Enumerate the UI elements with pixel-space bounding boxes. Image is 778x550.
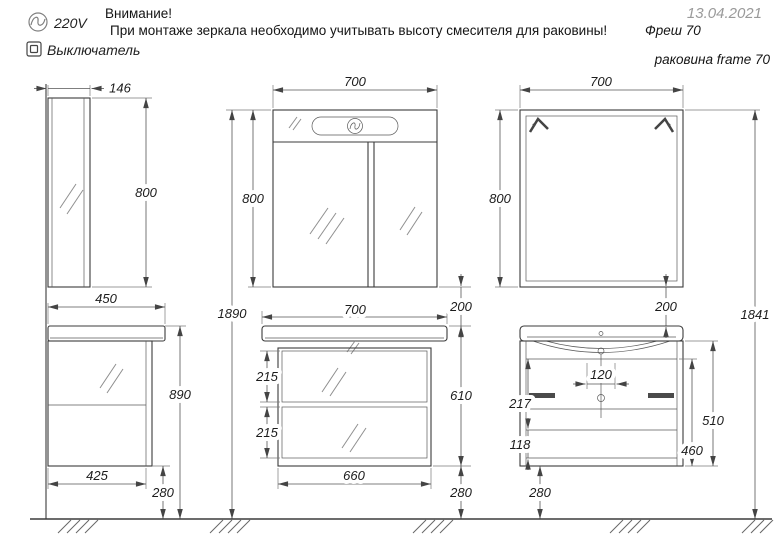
rear-vanity-view: 120 217 118 510 460 280 — [504, 325, 729, 519]
svg-text:450: 450 — [95, 291, 117, 306]
drawer-slide-left — [529, 393, 555, 398]
rear-mirror-view: 700 800 200 1841 — [485, 74, 773, 519]
dim-700-rear: 700 — [519, 74, 684, 108]
dim-118: 118 — [506, 418, 535, 470]
dim-700-mirror: 700 — [272, 74, 438, 108]
svg-text:425: 425 — [86, 468, 108, 483]
svg-text:700: 700 — [344, 302, 366, 317]
dim-1890: 1890 — [214, 110, 251, 519]
dim-450: 450 — [47, 291, 166, 324]
svg-text:1841: 1841 — [741, 307, 770, 322]
dim-800-side: 800 — [92, 97, 162, 288]
header: 220V Внимание! При монтаже зеркала необх… — [26, 5, 771, 67]
sink-top-rear — [519, 325, 684, 342]
svg-text:200: 200 — [449, 299, 472, 314]
svg-text:460: 460 — [681, 443, 703, 458]
date-label: 13.04.2021 — [687, 5, 762, 22]
dim-425: 425 — [47, 468, 147, 489]
attention-text: При монтаже зеркала необходимо учитывать… — [110, 23, 607, 38]
dim-215-drawer1: 215 — [251, 350, 283, 403]
light-fixture — [311, 116, 399, 136]
svg-text:120: 120 — [590, 367, 612, 382]
dim-200-rear: 200 — [650, 274, 682, 338]
sink-model-label: раковина frame 70 — [654, 52, 771, 67]
dim-610: 610 — [433, 326, 477, 467]
front-vanity-view: 700 215 215 200 610 — [251, 274, 477, 519]
dim-660: 660 — [277, 464, 432, 489]
dim-510: 510 — [685, 340, 729, 467]
hinge-left — [528, 116, 549, 133]
svg-text:215: 215 — [255, 425, 278, 440]
dim-280-rear: 280 — [524, 466, 556, 519]
dim-890: 890 — [165, 325, 196, 519]
mirror-cabinet-side — [47, 97, 91, 288]
dim-280-front: 280 — [445, 466, 477, 519]
mirror-cabinet-front — [272, 109, 438, 288]
dim-146: 146 — [34, 81, 132, 96]
svg-text:800: 800 — [242, 191, 264, 206]
dim-280-side: 280 — [147, 465, 179, 519]
mirror-cabinet-rear — [519, 109, 684, 288]
svg-text:280: 280 — [528, 485, 551, 500]
svg-text:700: 700 — [344, 74, 366, 89]
drawer-2 — [281, 406, 428, 459]
countertop-front — [261, 325, 448, 342]
drain-hole — [597, 347, 605, 355]
floor — [30, 518, 774, 534]
hinge-right — [654, 116, 675, 133]
countertop-side — [47, 325, 166, 342]
attention-title: Внимание! — [105, 6, 172, 21]
svg-text:800: 800 — [135, 185, 157, 200]
svg-text:660: 660 — [343, 468, 365, 483]
switch-label: Выключатель — [47, 42, 140, 58]
dim-217: 217 — [504, 359, 536, 415]
svg-text:510: 510 — [702, 413, 724, 428]
svg-text:215: 215 — [255, 369, 278, 384]
floor-hatch — [57, 519, 774, 534]
lamp-icon — [28, 12, 48, 32]
dim-800-rear: 800 — [485, 109, 518, 288]
svg-text:146: 146 — [109, 81, 131, 96]
model-label: Фреш 70 — [645, 23, 701, 38]
side-view: 146 800 450 425 — [34, 81, 196, 519]
dim-215-drawer2: 215 — [251, 406, 283, 459]
switch-icon — [26, 41, 42, 57]
vanity-box-rear — [519, 340, 684, 467]
drawer-1 — [281, 350, 428, 403]
svg-text:890: 890 — [169, 387, 191, 402]
dim-1841: 1841 — [685, 109, 773, 519]
svg-text:217: 217 — [508, 396, 531, 411]
svg-text:610: 610 — [450, 388, 472, 403]
drawer-slide-right — [648, 393, 674, 398]
dim-200-front: 200 — [439, 274, 477, 338]
front-mirror-view: 700 800 1890 — [214, 74, 438, 519]
svg-text:118: 118 — [510, 437, 531, 452]
dim-120: 120 — [573, 363, 629, 389]
dim-800-mirror-front: 800 — [226, 109, 271, 288]
dim-700-vanity: 700 — [261, 298, 448, 324]
svg-text:800: 800 — [489, 191, 511, 206]
svg-text:1890: 1890 — [218, 306, 248, 321]
svg-text:200: 200 — [654, 299, 677, 314]
voltage-label: 220V — [53, 15, 88, 31]
svg-text:280: 280 — [151, 485, 174, 500]
vanity-cabinet-side — [47, 340, 153, 467]
overflow-hole — [598, 331, 604, 336]
svg-text:280: 280 — [449, 485, 472, 500]
basin-curve — [532, 340, 671, 353]
svg-text:700: 700 — [590, 74, 612, 89]
dim-460: 460 — [677, 358, 708, 466]
